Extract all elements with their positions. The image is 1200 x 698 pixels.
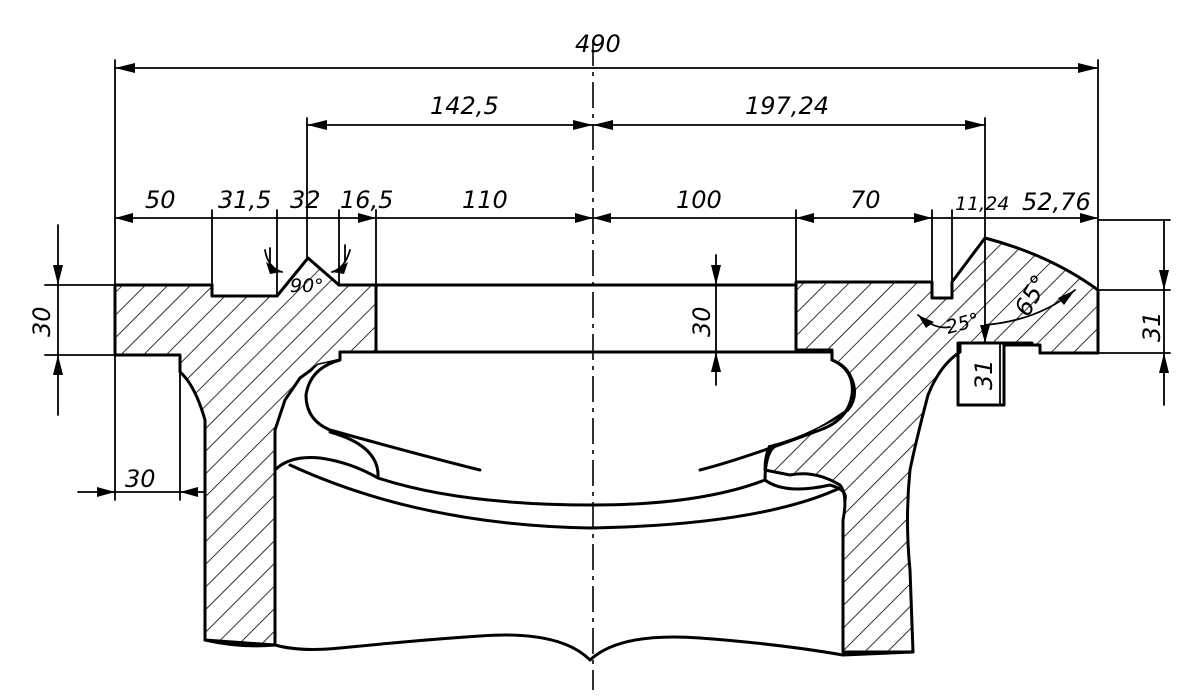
label-right-span: 197,24 — [745, 92, 829, 120]
label-step-height: 31 — [970, 359, 998, 390]
label-seg-70: 70 — [850, 186, 881, 214]
label-seg-32: 32 — [290, 186, 321, 214]
label-seg-31-5: 31,5 — [218, 186, 271, 214]
label-seg-52-76: 52,76 — [1022, 188, 1091, 216]
left-section — [113, 256, 378, 647]
label-seg-11-24: 11,24 — [955, 193, 1009, 215]
label-right-height: 31 — [1138, 311, 1166, 342]
label-seg-50: 50 — [145, 186, 176, 214]
label-seg-16-5: 16,5 — [340, 186, 393, 214]
label-seg-100: 100 — [676, 186, 722, 214]
label-seg-110: 110 — [462, 186, 508, 214]
label-groove-angle: 90° — [290, 275, 324, 297]
label-left-height: 30 — [28, 306, 56, 337]
dimension-lines — [53, 63, 1169, 501]
label-left-span: 142,5 — [430, 92, 499, 120]
extension-lines — [44, 59, 1171, 501]
label-overall-width: 490 — [575, 30, 621, 58]
label-center-height: 30 — [688, 306, 716, 337]
right-section — [763, 236, 1100, 654]
label-wall-offset: 30 — [125, 465, 156, 493]
